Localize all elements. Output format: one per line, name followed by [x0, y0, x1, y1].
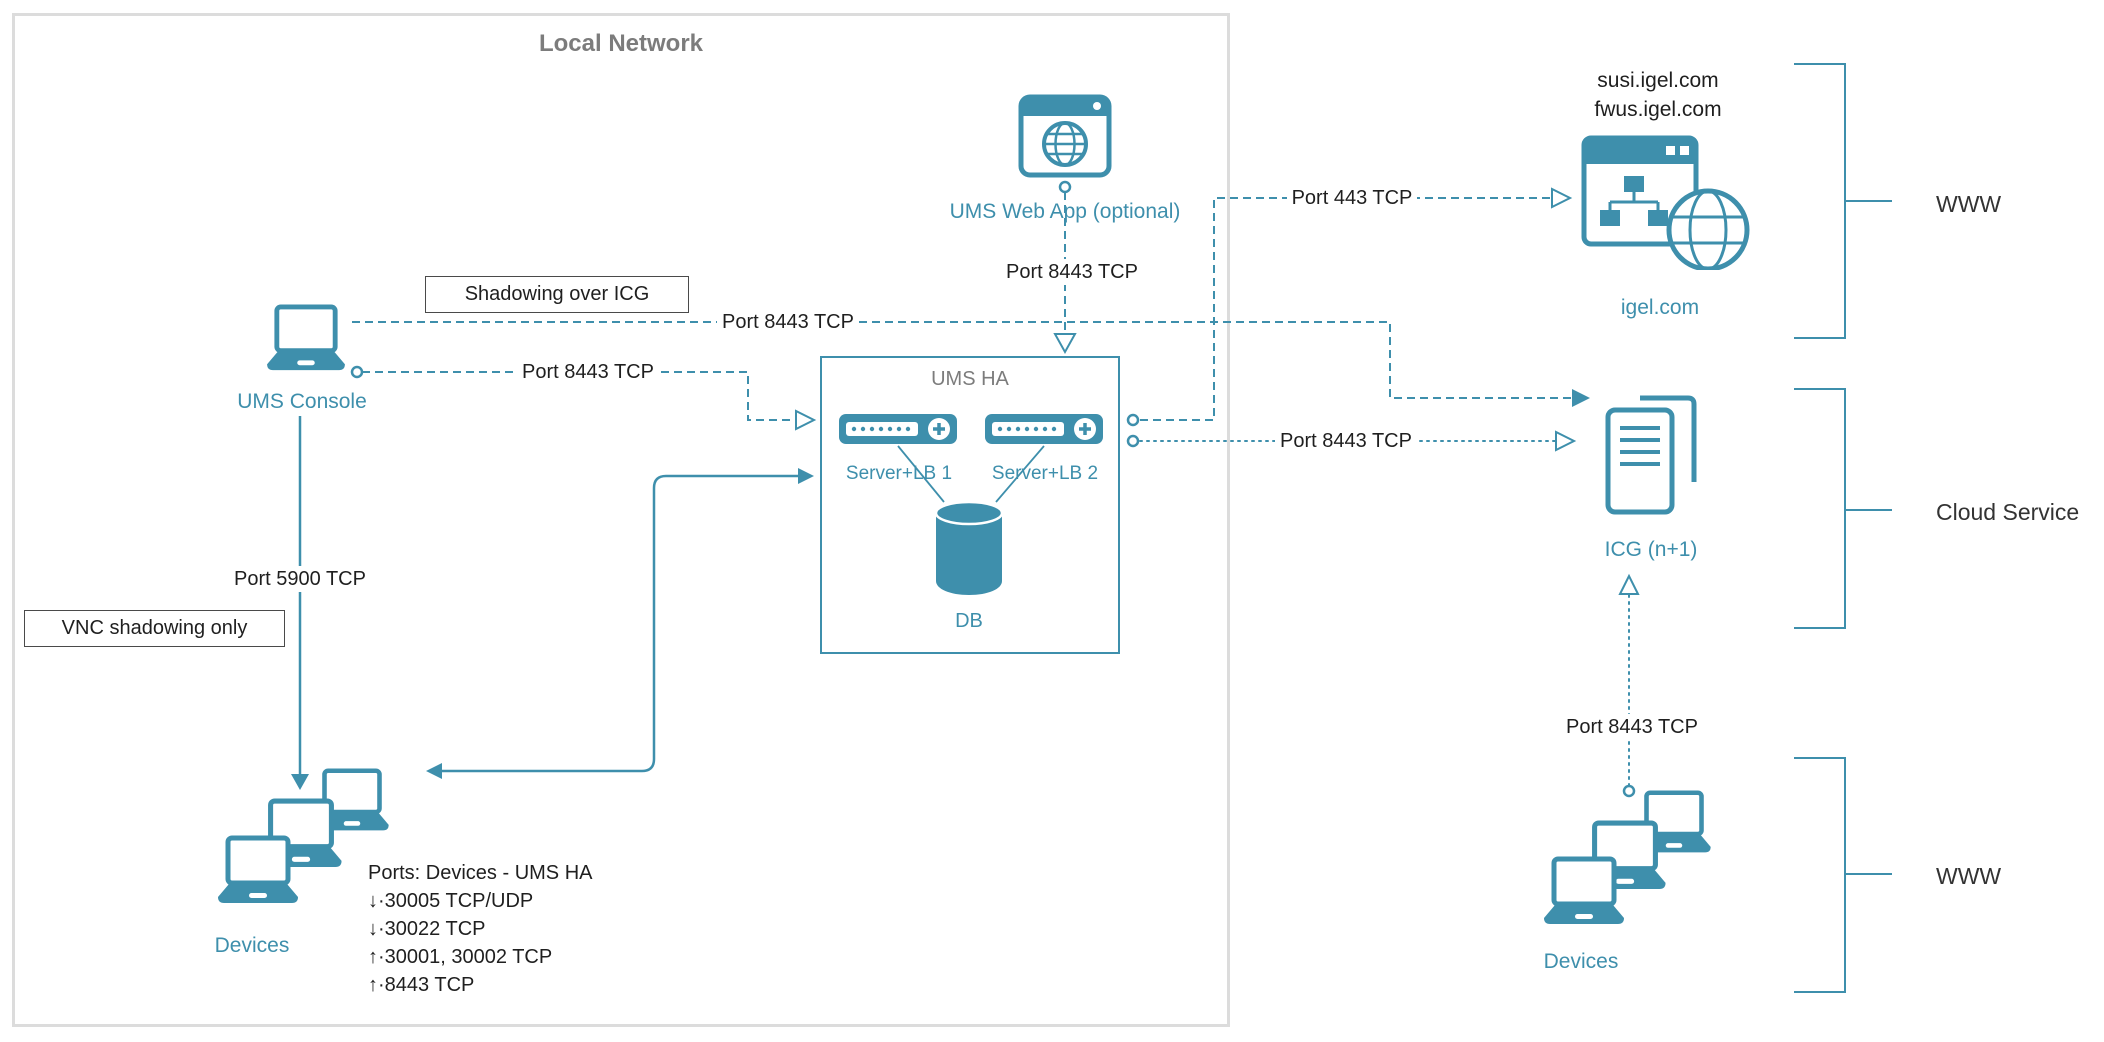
- laptop-icon: [208, 835, 308, 912]
- devices-left-label: Devices: [214, 934, 290, 957]
- arrowhead-icon: [1053, 333, 1077, 355]
- laptop-icon: [1534, 856, 1634, 933]
- note-text: Shadowing over ICG: [464, 283, 650, 305]
- port-item: ↓·30005 TCP/UDP: [368, 890, 534, 912]
- port-label: Port 8443 TCP: [500, 359, 676, 385]
- port-label: Port 8443 TCP: [962, 259, 1182, 285]
- arrowhead-icon: [798, 468, 814, 484]
- ums-console-label: UMS Console: [237, 390, 367, 413]
- server-lb1-icon: [838, 412, 958, 451]
- server-lb2-icon: [984, 412, 1104, 451]
- vnc-shadowing-note: VNC shadowing only: [24, 610, 285, 647]
- igel-hostnames: susi.igel.com fwus.igel.com: [1548, 66, 1768, 124]
- arrowhead-icon: [426, 763, 442, 779]
- igel-portal-globe-icon: [1580, 130, 1750, 275]
- db-label: DB: [955, 610, 983, 632]
- ums-console-laptop-icon: [256, 304, 356, 379]
- web-app-browser-icon: [1018, 94, 1112, 187]
- port-item: ↑·30001, 30002 TCP: [368, 946, 553, 968]
- port-label: Port 8443 TCP: [1258, 428, 1434, 454]
- edge-server2-to-db: [995, 445, 1045, 503]
- database-icon: [932, 498, 1006, 601]
- port-item: ↓·30022 TCP: [368, 918, 486, 940]
- igel-label: igel.com: [1620, 296, 1700, 319]
- arrowhead-icon: [1572, 389, 1590, 407]
- arrowhead-icon: [1551, 187, 1573, 209]
- connector-dot: [350, 365, 364, 379]
- server-lb2-label: Server+LB 2: [991, 463, 1099, 484]
- zone-cloud-service: Cloud Service: [1936, 499, 2080, 525]
- note-text: VNC shadowing only: [61, 617, 248, 639]
- arrowhead-icon: [1555, 430, 1577, 452]
- port-label: Port 5900 TCP: [212, 566, 388, 592]
- shadowing-over-icg-note: Shadowing over ICG: [425, 276, 689, 313]
- port-label: Port 8443 TCP: [1544, 714, 1720, 740]
- bracket-www-bottom: [1794, 757, 1892, 993]
- edge-console-to-umsha: [362, 371, 796, 421]
- connector-dot: [1126, 434, 1140, 448]
- devices-right-label: Devices: [1543, 950, 1619, 973]
- bracket-cloud-service: [1794, 388, 1892, 629]
- bracket-www-top: [1794, 63, 1892, 339]
- port-item: ↑·8443 TCP: [368, 974, 475, 996]
- connector-dot: [1058, 180, 1072, 194]
- hostname: susi.igel.com: [1597, 69, 1719, 92]
- local-network-title: Local Network: [538, 30, 704, 57]
- arrowhead-icon: [1618, 573, 1640, 595]
- edge-server1-to-db: [897, 445, 945, 503]
- arrowhead-icon: [795, 409, 817, 431]
- zone-www-bottom: WWW: [1936, 863, 2002, 889]
- port-label: Port 443 TCP: [1264, 185, 1440, 211]
- arrowhead-icon: [291, 774, 309, 790]
- web-app-label: UMS Web App (optional): [949, 200, 1181, 223]
- ports-title: Ports: Devices - UMS HA: [368, 862, 593, 884]
- connector-dot: [1126, 413, 1140, 427]
- edge-devices-to-umsha: [442, 474, 798, 773]
- port-label: Port 8443 TCP: [700, 309, 876, 335]
- edge-umsha-to-igel: [1140, 197, 1552, 421]
- icg-label: ICG (n+1): [1604, 538, 1698, 561]
- ums-ha-title: UMS HA: [931, 368, 1009, 390]
- zone-www-top: WWW: [1936, 191, 2002, 217]
- device-ports-list: Ports: Devices - UMS HA ↓·30005 TCP/UDP …: [368, 859, 698, 999]
- hostname: fwus.igel.com: [1594, 98, 1722, 121]
- connector-dot: [1622, 784, 1636, 798]
- server-lb1-label: Server+LB 1: [845, 463, 953, 484]
- icg-server-icon: [1600, 394, 1702, 523]
